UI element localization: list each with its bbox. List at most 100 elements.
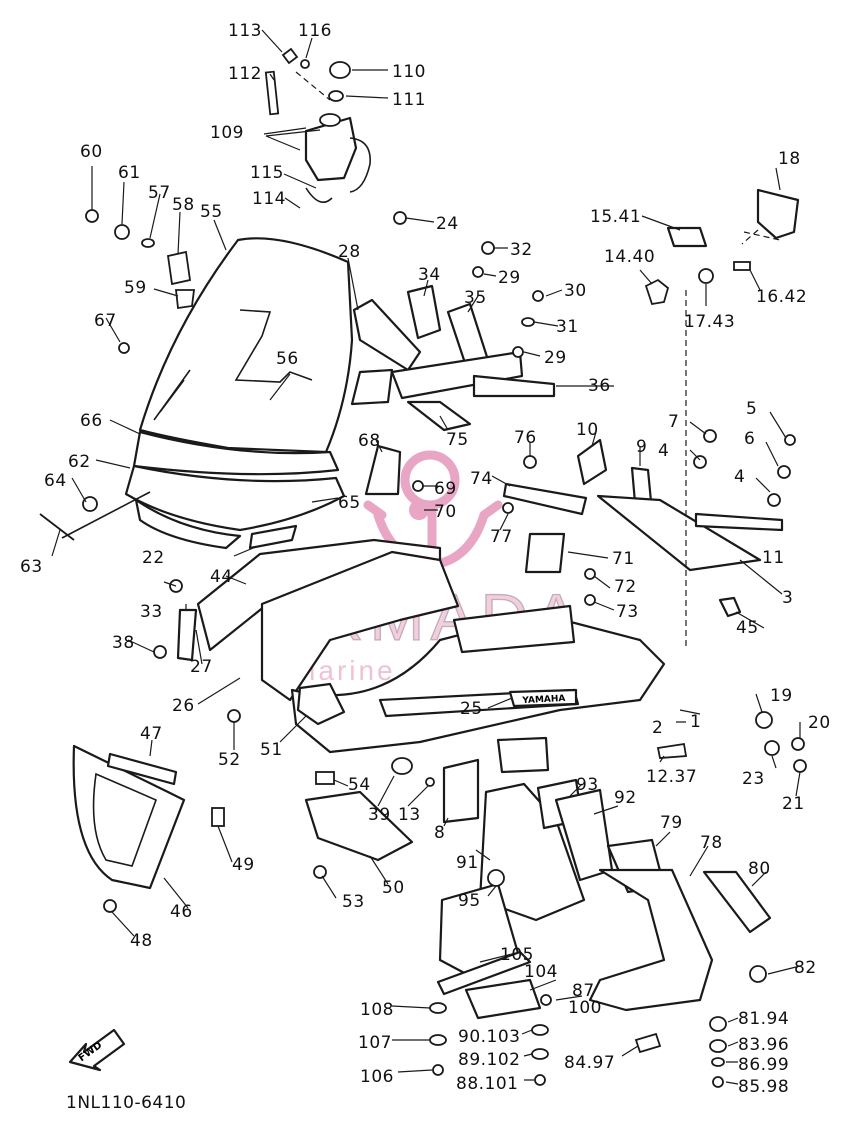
- callout-111: 111: [392, 90, 426, 110]
- washer-108: [429, 1002, 447, 1014]
- callout-106: 106: [360, 1067, 394, 1087]
- callout-15-41: 15.41: [590, 207, 641, 227]
- cover-18: [756, 188, 800, 240]
- callout-112: 112: [228, 64, 262, 84]
- bolt-112: [264, 70, 280, 116]
- collar-17-43: [698, 268, 714, 284]
- callout-59: 59: [124, 278, 147, 298]
- rail-36: [390, 350, 524, 400]
- panel-46-inner: [92, 772, 158, 867]
- callout-46: 46: [170, 902, 193, 922]
- callout-51: 51: [260, 740, 283, 760]
- callout-61: 61: [118, 163, 141, 183]
- washer-31: [521, 317, 535, 327]
- nut-29: [472, 266, 484, 278]
- screw-67: [118, 342, 130, 354]
- seal-47: [106, 752, 178, 786]
- stay-28: [352, 298, 422, 372]
- callout-108: 108: [360, 1000, 394, 1020]
- collar-23: [764, 740, 780, 756]
- callout-110: 110: [392, 62, 426, 82]
- bracket-104: [464, 978, 542, 1020]
- fwd-arrow: FWD: [68, 1028, 126, 1072]
- mirror-68: [364, 444, 402, 496]
- nut-100: [540, 994, 552, 1006]
- callout-113: 113: [228, 21, 262, 41]
- bracket-51: [296, 682, 346, 726]
- cap-110: [329, 61, 351, 79]
- callout-79: 79: [660, 813, 683, 833]
- callout-83-96: 83.96: [738, 1035, 789, 1055]
- callout-21: 21: [782, 794, 805, 814]
- leader-62-dash: [61, 491, 151, 539]
- clip-49: [211, 807, 225, 827]
- clip-54: [315, 771, 335, 785]
- callout-6: 6: [744, 429, 755, 449]
- callout-65: 65: [338, 493, 361, 513]
- callout-47: 47: [140, 724, 163, 744]
- callout-38: 38: [112, 633, 135, 653]
- leader-109: [265, 129, 321, 151]
- callout-57: 57: [148, 183, 171, 203]
- callout-90-103: 90.103: [458, 1027, 520, 1047]
- callout-71: 71: [612, 549, 635, 569]
- callout-107: 107: [358, 1033, 392, 1053]
- callout-78: 78: [700, 833, 723, 853]
- screw-53: [313, 865, 327, 879]
- callout-92: 92: [614, 788, 637, 808]
- washer-86-99: [711, 1057, 725, 1067]
- bracket-26: [260, 550, 460, 702]
- nut-29b: [512, 346, 524, 358]
- duct-75: [406, 400, 472, 432]
- reservoir-cap: [319, 113, 341, 127]
- callout-8: 8: [434, 823, 445, 843]
- callout-24: 24: [436, 214, 459, 234]
- callout-54: 54: [348, 775, 371, 795]
- callout-104: 104: [524, 962, 558, 982]
- callout-100: 100: [568, 998, 602, 1018]
- callout-75: 75: [446, 430, 469, 450]
- screw-76: [523, 455, 537, 469]
- callout-89-102: 89.102: [458, 1050, 520, 1070]
- callout-29: 29: [544, 348, 567, 368]
- callout-4: 4: [734, 467, 745, 487]
- bracket-34: [406, 284, 442, 340]
- callout-87: 87: [572, 981, 595, 1001]
- bracket-105: [436, 950, 532, 996]
- callout-26: 26: [172, 696, 195, 716]
- duct-10: [576, 438, 608, 486]
- screw-20: [791, 737, 805, 751]
- callout-68: 68: [358, 431, 381, 451]
- callout-33: 33: [140, 602, 163, 622]
- panel-50: [304, 790, 414, 862]
- callout-4: 4: [658, 441, 669, 461]
- reservoir-hose: [349, 137, 371, 193]
- callout-1: 1: [690, 712, 701, 732]
- callout-16-42: 16.42: [756, 287, 807, 307]
- grommet-45: [718, 596, 742, 618]
- yamaha-badge: [508, 688, 578, 708]
- bracket-84-97: [634, 1032, 662, 1054]
- collar-83-96: [709, 1039, 727, 1053]
- callout-95: 95: [458, 891, 481, 911]
- cowl-78: [588, 868, 714, 1012]
- clip-77: [502, 502, 514, 514]
- callout-14-40: 14.40: [604, 247, 655, 267]
- screw-7: [703, 429, 717, 443]
- washer-89-102: [531, 1048, 549, 1060]
- callout-39: 39: [368, 805, 391, 825]
- callout-53: 53: [342, 892, 365, 912]
- callout-10: 10: [576, 420, 599, 440]
- screw-52: [227, 709, 241, 723]
- grommet-39: [391, 757, 413, 775]
- callout-62: 62: [68, 452, 91, 472]
- callout-28: 28: [338, 242, 361, 262]
- screw-32: [481, 241, 495, 255]
- callout-55: 55: [200, 202, 223, 222]
- nose-62: [124, 464, 346, 532]
- callout-109: 109: [210, 123, 244, 143]
- callout-5: 5: [746, 399, 757, 419]
- nut-4b: [767, 493, 781, 507]
- upper-cowl-group: [61, 430, 346, 550]
